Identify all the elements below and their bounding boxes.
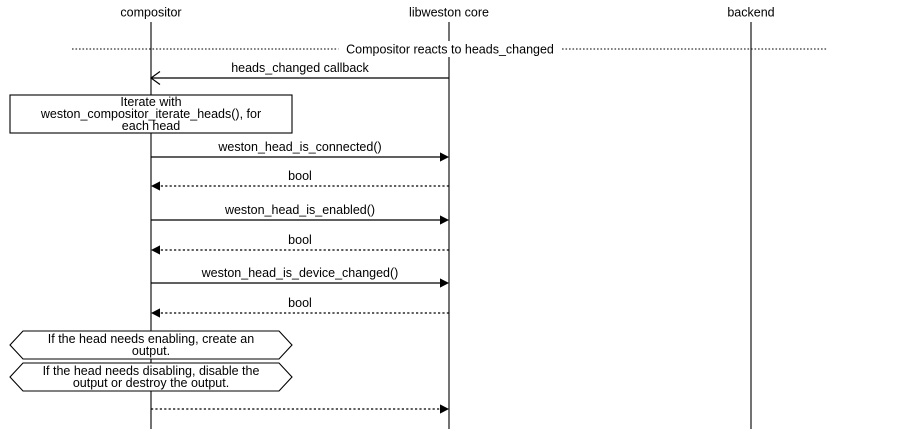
condition-cond-disable-head[interactable]: If the head needs disabling, disable the… bbox=[9, 362, 293, 392]
message-msg-head-is-enabled[interactable]: weston_head_is_enabled() bbox=[151, 203, 449, 225]
separator-sep-heads-changed: Compositor reacts to heads_changed bbox=[72, 41, 828, 57]
message-msg-bool-2[interactable]: bool bbox=[151, 233, 449, 255]
message-label: weston_head_is_connected() bbox=[217, 140, 381, 154]
condition-line: If the head needs enabling, create an bbox=[48, 332, 254, 346]
message-label: weston_head_is_enabled() bbox=[224, 203, 375, 217]
participant-compositor[interactable]: compositor bbox=[120, 5, 182, 429]
message-arrowhead bbox=[440, 404, 449, 414]
message-arrowhead bbox=[150, 71, 161, 85]
participant-label-compositor: compositor bbox=[120, 5, 181, 19]
message-arrowhead bbox=[440, 278, 449, 288]
note-line: Iterate with bbox=[120, 95, 181, 109]
participant-label-backend: backend bbox=[727, 5, 774, 19]
message-arrowhead bbox=[151, 245, 160, 255]
condition-shape bbox=[9, 330, 293, 360]
message-msg-head-is-device-changed[interactable]: weston_head_is_device_changed() bbox=[151, 266, 449, 288]
condition-line: output or destroy the output. bbox=[73, 376, 229, 390]
message-arrowhead bbox=[151, 181, 160, 191]
condition-line: If the head needs disabling, disable the bbox=[43, 364, 260, 378]
note-box bbox=[9, 94, 293, 134]
separator-label-backdrop bbox=[338, 41, 562, 57]
note-line: weston_compositor_iterate_heads(), for bbox=[40, 107, 261, 121]
message-label: weston_head_is_device_changed() bbox=[201, 266, 399, 280]
message-label: bool bbox=[288, 169, 312, 183]
message-arrowhead bbox=[440, 215, 449, 225]
message-label: bool bbox=[288, 296, 312, 310]
message-label: heads_changed callback bbox=[231, 61, 369, 75]
condition-cond-enable-head[interactable]: If the head needs enabling, create anout… bbox=[9, 330, 293, 360]
message-arrowhead bbox=[440, 152, 449, 162]
condition-shape bbox=[9, 362, 293, 392]
message-msg-heads-changed-callback[interactable]: heads_changed callback bbox=[150, 61, 449, 85]
participant-backend[interactable]: backend bbox=[727, 5, 775, 429]
message-msg-bool-3[interactable]: bool bbox=[151, 296, 449, 318]
message-msg-bool-1[interactable]: bool bbox=[151, 169, 449, 191]
message-msg-final-return[interactable] bbox=[151, 404, 449, 414]
separator-label: Compositor reacts to heads_changed bbox=[346, 43, 554, 57]
note-line: each head bbox=[122, 119, 180, 133]
message-msg-head-is-connected[interactable]: weston_head_is_connected() bbox=[151, 140, 449, 162]
participant-libweston-core[interactable]: libweston core bbox=[409, 5, 489, 429]
participant-label-libweston-core: libweston core bbox=[409, 5, 489, 19]
note-note-iterate-heads[interactable]: Iterate withweston_compositor_iterate_he… bbox=[9, 94, 293, 134]
condition-line: output. bbox=[132, 344, 170, 358]
message-arrowhead bbox=[151, 308, 160, 318]
message-label: bool bbox=[288, 233, 312, 247]
